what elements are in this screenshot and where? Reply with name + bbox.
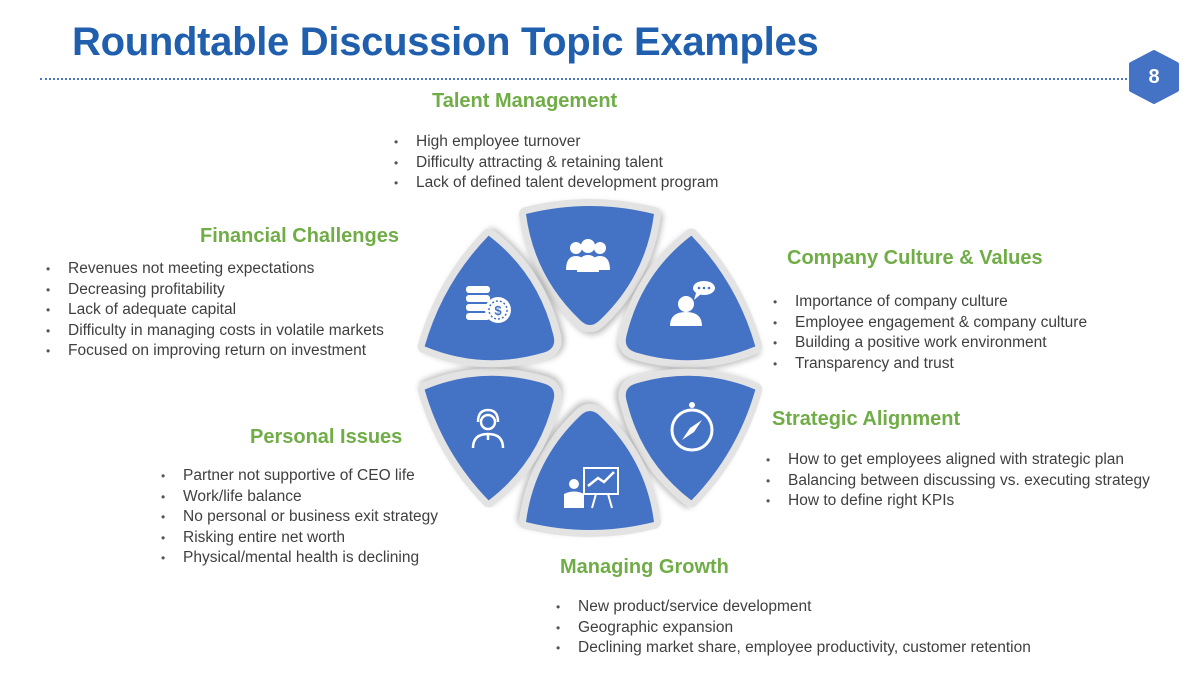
- list-item: Focused on improving return on investmen…: [44, 341, 384, 362]
- svg-text:$: $: [494, 303, 502, 318]
- list-item: High employee turnover: [392, 132, 718, 153]
- presentation-chart-icon: [564, 467, 619, 509]
- talent-list: High employee turnoverDifficulty attract…: [392, 132, 718, 194]
- list-item: Building a positive work environment: [771, 333, 1087, 354]
- page-number-badge: 8: [1128, 50, 1180, 104]
- section-heading: Talent Management: [432, 90, 618, 112]
- section-company-culture: Company Culture & Values: [787, 247, 1043, 270]
- growth-list: New product/service developmentGeographi…: [554, 597, 1031, 659]
- person-speech-icon: [670, 281, 715, 326]
- list-item: Lack of adequate capital: [44, 300, 384, 321]
- people-group-icon: [566, 239, 610, 272]
- list-item: Partner not supportive of CEO life: [159, 466, 438, 487]
- list-item: Declining market share, employee product…: [554, 638, 1031, 659]
- list-item: Revenues not meeting expectations: [44, 259, 384, 280]
- section-heading: Personal Issues: [250, 426, 403, 448]
- personal-list: Partner not supportive of CEO lifeWork/l…: [159, 466, 438, 569]
- list-item: Transparency and trust: [771, 354, 1087, 375]
- headset-person-icon: [471, 408, 505, 449]
- list-item: No personal or business exit strategy: [159, 507, 438, 528]
- section-strategic-alignment: Strategic Alignment: [772, 408, 960, 431]
- culture-list: Importance of company cultureEmployee en…: [771, 292, 1087, 374]
- page-title: Roundtable Discussion Topic Examples: [72, 20, 819, 64]
- list-item: How to get employees aligned with strate…: [764, 450, 1150, 471]
- hexagon-icon: [1129, 50, 1179, 104]
- topic-wheel: $: [400, 190, 780, 540]
- section-financial-challenges: Financial Challenges: [200, 225, 399, 248]
- page-number: 8: [1148, 66, 1160, 88]
- list-item: Balancing between discussing vs. executi…: [764, 471, 1150, 492]
- list-item: Difficulty in managing costs in volatile…: [44, 321, 384, 342]
- title-divider: [40, 78, 1135, 80]
- strategic-list: How to get employees aligned with strate…: [764, 450, 1150, 512]
- list-item: Difficulty attracting & retaining talent: [392, 153, 718, 174]
- section-heading: Company Culture & Values: [787, 247, 1043, 269]
- list-item: Employee engagement & company culture: [771, 313, 1087, 334]
- list-item: Decreasing profitability: [44, 280, 384, 301]
- list-item: Importance of company culture: [771, 292, 1087, 313]
- section-managing-growth: Managing Growth: [560, 556, 729, 579]
- list-item: Lack of defined talent development progr…: [392, 173, 718, 194]
- section-talent-management: Talent Management: [432, 90, 617, 113]
- list-item: Risking entire net worth: [159, 528, 438, 549]
- list-item: Work/life balance: [159, 487, 438, 508]
- section-heading: Financial Challenges: [200, 225, 399, 247]
- coins-dollar-icon: $: [466, 286, 511, 323]
- list-item: How to define right KPIs: [764, 491, 1150, 512]
- section-heading: Strategic Alignment: [772, 408, 961, 430]
- section-personal-issues: Personal Issues: [250, 426, 402, 449]
- section-heading: Managing Growth: [560, 556, 729, 578]
- list-item: New product/service development: [554, 597, 1031, 618]
- list-item: Geographic expansion: [554, 618, 1031, 639]
- financial-list: Revenues not meeting expectationsDecreas…: [44, 259, 384, 362]
- compass-icon: [670, 402, 714, 452]
- list-item: Physical/mental health is declining: [159, 548, 438, 569]
